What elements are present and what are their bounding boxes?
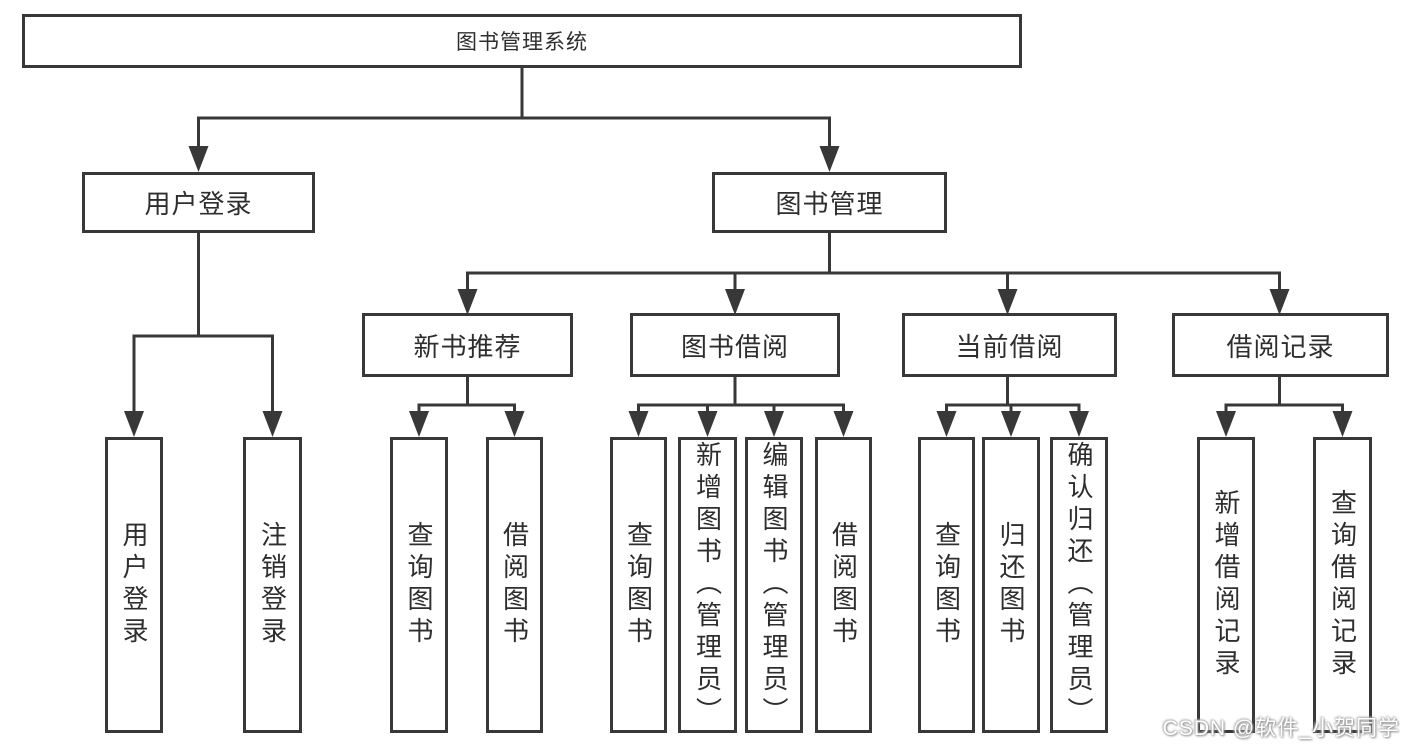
- arrowhead-down: [819, 146, 840, 172]
- leaf-return-books-label: 归还图书: [996, 521, 1026, 649]
- leaf-borrow-books: 借阅图书: [815, 437, 872, 733]
- node-book-management-label: 图书管理: [775, 189, 884, 219]
- node-book-borrowing-label: 图书借阅: [680, 331, 789, 362]
- node-new-book-recommendation-label: 新书推荐: [413, 331, 522, 362]
- arrowhead-down: [124, 411, 144, 437]
- connector-user-login-to-children: [132, 233, 274, 425]
- arrowhead-down: [997, 289, 1018, 315]
- arrowhead-down: [504, 411, 525, 437]
- connector-book-borrowing-to-children: [637, 377, 845, 430]
- leaf-add-borrow-record-label: 新增借阅记录: [1211, 489, 1241, 681]
- arrowhead-down: [262, 411, 283, 437]
- node-library-management-system: 图书管理系统: [22, 14, 1022, 68]
- leaf-query-books-recommend-label: 查询图书: [404, 521, 434, 649]
- leaf-query-books-current-label: 查询图书: [931, 521, 962, 649]
- node-book-management: 图书管理: [712, 172, 947, 233]
- node-current-borrowing: 当前借阅: [902, 313, 1117, 377]
- arrowhead-down: [409, 411, 429, 437]
- connector-line: [132, 233, 274, 425]
- arrowhead-down: [1332, 411, 1353, 437]
- arrowhead-down: [1216, 411, 1236, 437]
- leaf-edit-books-admin: 编辑图书（管理员）: [745, 437, 803, 733]
- leaf-logout: 注销登录: [243, 437, 302, 733]
- connector-line: [466, 233, 1281, 305]
- node-user-login: 用户登录: [82, 172, 315, 233]
- leaf-query-books-recommend: 查询图书: [390, 437, 448, 733]
- leaf-add-borrow-record: 新增借阅记录: [1197, 437, 1255, 733]
- leaf-confirm-return-admin: 确认归还（管理员）: [1050, 437, 1108, 733]
- connector-line: [417, 377, 516, 430]
- csdn-watermark: CSDN @软件_小贺同学: [1162, 717, 1400, 740]
- connector-borrowing-records-to-children: [1224, 377, 1344, 430]
- leaf-query-borrow-record-label: 查询借阅记录: [1327, 489, 1358, 681]
- leaf-edit-books-admin-label: 编辑图书（管理员）: [759, 441, 789, 729]
- leaf-add-books-admin-label: 新增图书（管理员）: [692, 441, 723, 729]
- connector-line: [637, 377, 845, 430]
- node-borrowing-records: 借阅记录: [1172, 313, 1389, 377]
- leaf-borrow-books-label: 借阅图书: [828, 521, 859, 649]
- arrowhead-down: [188, 146, 209, 172]
- leaf-add-books-admin: 新增图书（管理员）: [678, 437, 737, 733]
- node-book-borrowing: 图书借阅: [630, 313, 840, 377]
- connector-line: [1224, 377, 1344, 430]
- node-library-management-system-label: 图书管理系统: [456, 31, 588, 54]
- arrowhead-down: [1001, 411, 1021, 437]
- connector-book-management-to-children: [466, 233, 1281, 305]
- arrowhead-down: [628, 411, 649, 437]
- leaf-user-login: 用户登录: [105, 437, 163, 733]
- arrowhead-down: [1069, 411, 1089, 437]
- node-new-book-recommendation: 新书推荐: [362, 313, 573, 377]
- leaf-borrow-books-recommend-label: 借阅图书: [499, 521, 530, 649]
- leaf-borrow-books-recommend: 借阅图书: [486, 437, 543, 733]
- leaf-query-books-current: 查询图书: [918, 437, 975, 733]
- leaf-query-borrow-record: 查询借阅记录: [1313, 437, 1372, 733]
- arrowhead-down: [457, 289, 478, 315]
- arrowhead-down: [936, 411, 957, 437]
- leaf-confirm-return-admin-label: 确认归还（管理员）: [1064, 441, 1094, 729]
- arrowhead-down: [764, 411, 784, 437]
- node-current-borrowing-label: 当前借阅: [955, 331, 1064, 362]
- leaf-query-books-borrow-label: 查询图书: [623, 521, 654, 649]
- leaf-user-login-label: 用户登录: [119, 521, 149, 649]
- arrowhead-down: [833, 411, 854, 437]
- node-borrowing-records-label: 借阅记录: [1226, 331, 1335, 362]
- connector-root-to-children: [197, 68, 831, 160]
- node-user-login-label: 用户登录: [144, 189, 253, 219]
- leaf-return-books: 归还图书: [982, 437, 1040, 733]
- leaf-query-books-borrow: 查询图书: [610, 437, 667, 733]
- arrowhead-down: [1269, 289, 1290, 315]
- connector-line: [197, 68, 831, 160]
- connector-new-book-recommendation-to-children: [417, 377, 516, 430]
- leaf-logout-label: 注销登录: [257, 521, 288, 649]
- arrowhead-down: [697, 411, 718, 437]
- arrowhead-down: [725, 289, 745, 315]
